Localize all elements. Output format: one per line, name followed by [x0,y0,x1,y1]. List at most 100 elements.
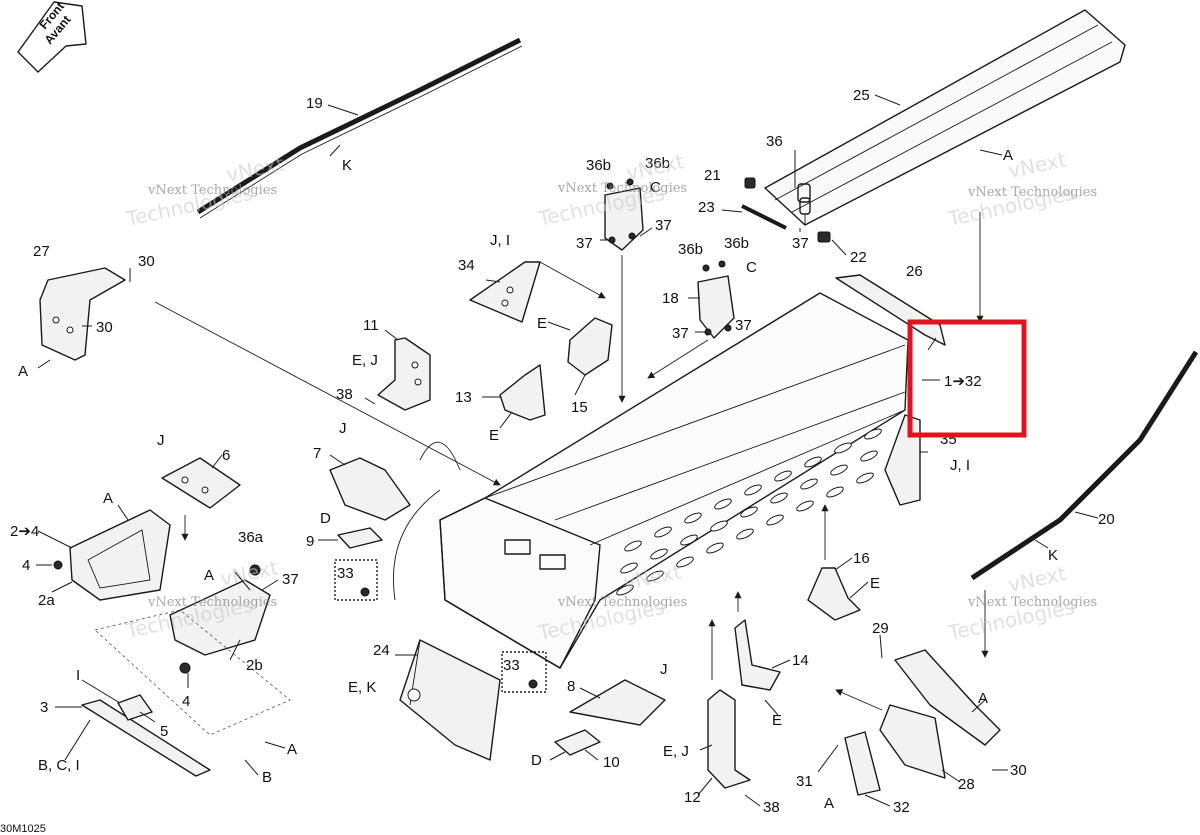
callout-A: A [204,567,214,584]
callout-A: A [18,363,28,380]
part-14-bracket [734,619,781,691]
part-21-clip [744,177,756,189]
callout-29: 29 [872,620,889,637]
tunnel-slot [856,472,874,484]
part-1-main-tunnel [439,292,909,669]
callout-A: A [978,690,988,707]
watermark-top: vNext [1006,147,1068,183]
callout-15: 15 [571,399,588,416]
part-32-plate [844,731,881,796]
callout-J: J [339,420,347,437]
watermark-text: vNext Technologies [557,181,687,196]
callout-K: K [1048,547,1058,564]
tunnel-slot [616,584,634,596]
watermark-text: vNext Technologies [967,595,1097,610]
leader-lines [36,94,1099,807]
highlight-box: 1➔32 [907,319,1027,438]
callout-30: 30 [96,319,113,336]
callout-23: 23 [698,199,715,216]
callout-37: 37 [282,571,299,588]
callout-33: 33 [337,565,354,582]
callout-J-I: J, I [950,457,970,474]
bracket-upper-c [604,178,644,251]
part-24-cooler [399,639,501,761]
part-18-bracket [697,260,735,339]
part-dashed-plate [94,609,291,736]
callout-E-J: E, J [352,352,378,369]
callout-E-J: E, J [663,743,689,760]
callout-26: 26 [906,263,923,280]
part-27-bracket [39,267,126,361]
part-28-bracket [879,649,1001,779]
callout-K: K [342,157,352,174]
part-19-rail [196,37,523,219]
callout-10: 10 [603,754,620,771]
tunnel-slot [684,512,702,524]
callout-A: A [824,795,834,812]
callout-37: 37 [792,235,809,252]
callout-36b: 36b [645,155,670,172]
tunnel-slot [834,442,852,454]
tunnel-slot [860,450,878,462]
callout-J: J [660,661,668,678]
tunnel-slot [740,506,758,518]
watermark-text: vNext Technologies [147,595,277,610]
callout-E: E [772,712,782,729]
tunnel-slot [774,470,792,482]
part-6-plate [161,457,241,509]
callout-D: D [531,752,542,769]
callout-28: 28 [958,776,975,793]
callout-22: 22 [850,249,867,266]
tunnel-slot [864,428,882,440]
callout-37: 37 [735,317,752,334]
callout-A: A [287,741,297,758]
tunnel-slot [680,534,698,546]
callout-4: 4 [182,693,190,710]
tunnel-slot [744,484,762,496]
callout-C: C [650,179,661,196]
tunnel-slot [766,514,784,526]
callout-labels: 19 K 25 A 36 36b 36b C 37 37 21 23 37 22… [10,87,1115,816]
watermark-text: vNext Technologies [147,183,277,198]
callout-B: B [262,769,272,786]
callout-13: 13 [455,389,472,406]
part-7-bracket [329,457,411,521]
callout-36a: 36a [238,529,264,546]
part-11-bracket [377,337,431,411]
callout-J-I: J, I [490,232,510,249]
watermark-top: vNext [1006,561,1068,597]
callout-19: 19 [306,95,323,112]
callout-5: 5 [160,723,168,740]
callout-2a: 2a [38,592,55,609]
part-10-plate [554,729,601,756]
callout-I: I [76,667,80,684]
tunnel-slot [830,464,848,476]
callout-8: 8 [567,678,575,695]
callout-21: 21 [704,167,721,184]
watermark-text: vNext Technologies [557,595,687,610]
front-direction-arrow: Front Avant [17,0,87,73]
callout-37: 37 [576,235,593,252]
tunnel-slot [650,548,668,560]
tunnel-slot [800,478,818,490]
part-13-bracket [499,364,546,421]
callout-20: 20 [1098,511,1115,528]
callout-6: 6 [222,447,230,464]
callout-31: 31 [796,773,813,790]
tunnel-slot [706,542,724,554]
callout-J: J [157,432,165,449]
tunnel-slot [620,562,638,574]
part-33-fastener-box-2 [501,651,547,693]
watermark-text: vNext Technologies [967,185,1097,200]
tunnel-slot [654,526,672,538]
callout-7: 7 [313,445,321,462]
callout-E: E [489,427,499,444]
tunnel-slot [624,540,642,552]
part-20-rail [970,350,1199,581]
callout-E: E [537,315,547,332]
part-35-brace [884,414,921,506]
part-33-fastener-box [334,559,378,601]
callout-A: A [1003,147,1013,164]
callout-36b: 36b [678,241,703,258]
